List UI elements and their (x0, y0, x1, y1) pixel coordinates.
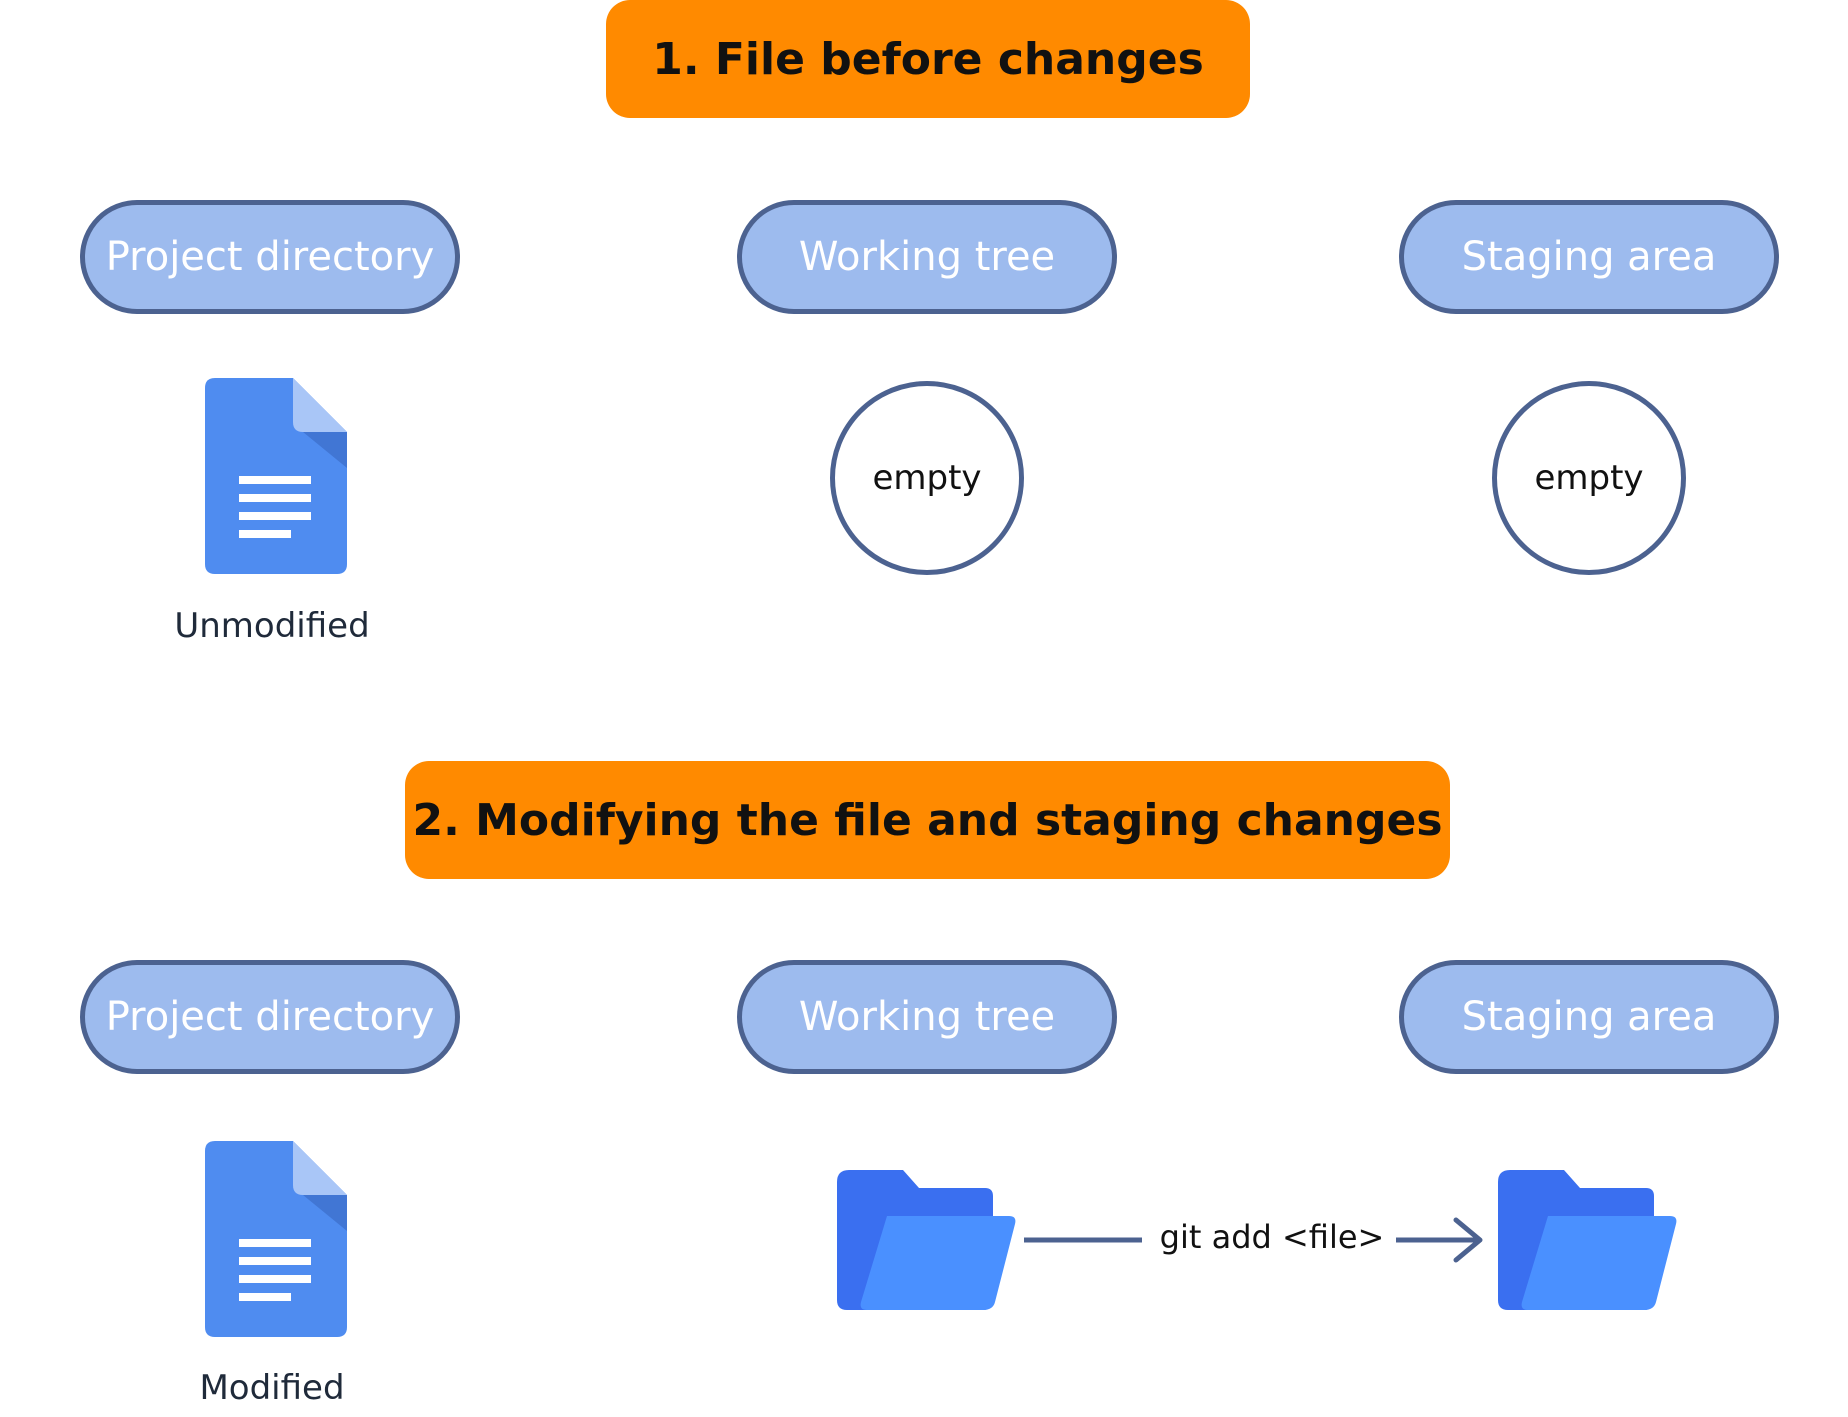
file-status-label: Unmodified (174, 606, 370, 646)
arrow-right-icon (1453, 1217, 1483, 1263)
arrow-line (1024, 1237, 1478, 1243)
file-status-label: Modified (199, 1368, 345, 1408)
staging-area-empty-node: empty (1492, 381, 1686, 575)
working-tree-label: Working tree (737, 960, 1117, 1074)
git-add-label: git add <file> (1159, 1218, 1385, 1256)
staging-area-label: Staging area (1399, 200, 1779, 314)
section-1-title: 1. File before changes (606, 0, 1250, 118)
folder-icon (837, 1170, 1016, 1310)
project-directory-label: Project directory (80, 960, 460, 1074)
document-icon (205, 378, 347, 574)
working-tree-empty-node: empty (830, 381, 1024, 575)
working-tree-label: Working tree (737, 200, 1117, 314)
project-directory-label: Project directory (80, 200, 460, 314)
section-2-title: 2. Modifying the file and staging change… (405, 761, 1450, 879)
folder-icon (1498, 1170, 1677, 1310)
document-icon (205, 1141, 347, 1337)
staging-area-label: Staging area (1399, 960, 1779, 1074)
